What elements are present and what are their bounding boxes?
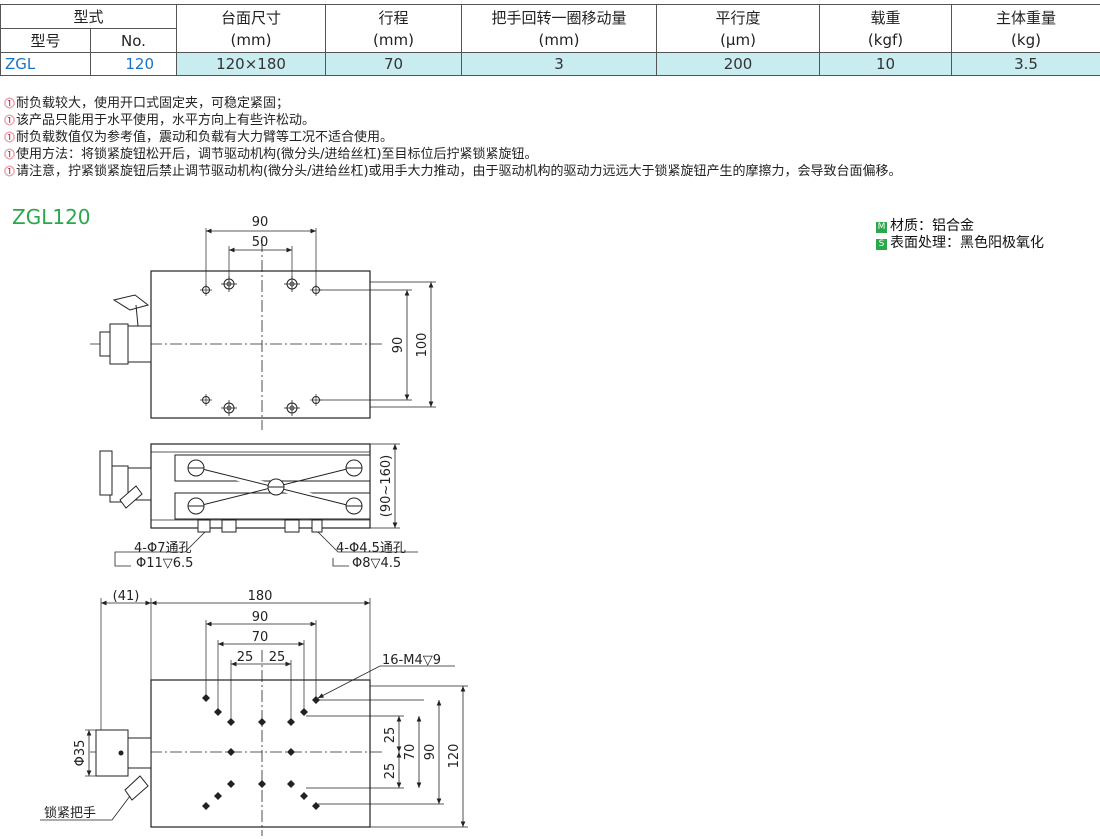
cell-value: 120×180 [176, 52, 327, 76]
tap-hole-icon [214, 792, 222, 800]
dim-label: 70 [403, 744, 418, 761]
warning-icon: ⓵ [4, 165, 15, 178]
tap-hole-icon [227, 780, 235, 788]
tap-hole-icon [214, 708, 222, 716]
bolt-icon [309, 283, 323, 297]
note-item: ⓵该产品只能用于水平使用，水平方向上有些许松动。 [4, 113, 316, 128]
lock-handle-label: 锁紧把手 [44, 805, 96, 821]
dim-label: 120 [447, 744, 462, 769]
tap-hole-icon [287, 718, 295, 726]
spec-table: 型式 台面尺寸(mm) 行程(mm) 把手回转一圈移动量(mm) 平行度(μm)… [0, 4, 1100, 76]
bolt-icon [199, 283, 213, 297]
header-model: 型号 [0, 28, 91, 53]
header-col-3: 平行度(μm) [656, 4, 821, 53]
tap-hole-icon [287, 748, 295, 756]
surface-badge-icon: S [876, 239, 887, 250]
note-item: ⓵使用方法：将锁紧旋钮松开后，调节驱动机构(微分头/进给丝杠)至目标位后拧紧锁紧… [4, 147, 538, 162]
bolt-icon [220, 399, 238, 417]
dim-label: 25 [383, 727, 398, 744]
dim-label: 90 [391, 337, 406, 354]
bolt-icon [220, 275, 238, 293]
hole-label: Φ11▽6.5 [136, 556, 193, 571]
header-col-1: 行程(mm) [325, 4, 463, 53]
cell-value: 3.5 [951, 52, 1100, 76]
warning-icon: ⓵ [4, 131, 15, 144]
dim-label: 90 [252, 610, 269, 625]
header-col-4: 载重(kgf) [819, 4, 953, 53]
warning-icon: ⓵ [4, 148, 15, 161]
note-item: ⓵耐负载数值仅为参考值，震动和负载有大力臂等工况不适合使用。 [4, 130, 394, 145]
bolt-icon [283, 399, 301, 417]
tap-hole-icon [227, 748, 235, 756]
bolt-icon [199, 393, 213, 407]
header-col-0: 台面尺寸(mm) [176, 4, 327, 53]
material-badge-icon: M [876, 222, 887, 233]
tap-hole-icon [258, 780, 266, 788]
warning-icon: ⓵ [4, 114, 15, 127]
side-view [99, 443, 418, 567]
table-row: ZGL 120 120×180 70 3 200 10 3.5 [0, 52, 1100, 76]
cell-value: 70 [325, 52, 463, 76]
note-item: ⓵请注意，拧紧锁紧旋钮后禁止调节驱动机构(微分头/进给丝杠)或用手大力推动，由于… [4, 164, 902, 179]
dim-label: 100 [415, 333, 430, 358]
hole-label: Φ8▽4.5 [352, 556, 401, 571]
header-no: No. [89, 28, 178, 53]
warning-icon: ⓵ [4, 97, 15, 110]
tap-hole-icon [227, 718, 235, 726]
header-type: 型式 [0, 4, 178, 29]
tap-hole-icon [202, 802, 210, 810]
tap-hole-icon [300, 792, 308, 800]
cell-no: 120 [89, 52, 178, 76]
dim-label: (41) [113, 589, 140, 604]
dim-label: 90 [423, 744, 438, 761]
tap-hole-icon [202, 694, 210, 702]
dim-label: 25 [269, 650, 286, 665]
tap-hole-icon [258, 718, 266, 726]
header-col-5: 主体重量(kg) [951, 4, 1100, 53]
dim-label: 70 [252, 630, 269, 645]
hole-label: 4-Φ4.5通孔 [336, 541, 406, 556]
top-view [90, 228, 436, 430]
dim-label: Φ35 [73, 740, 88, 767]
cell-model: ZGL [0, 52, 91, 76]
note-item: ⓵耐负载较大，使用开口式固定夹，可稳定紧固； [4, 96, 290, 111]
bottom-view [40, 598, 468, 836]
dim-label: 25 [237, 650, 254, 665]
drawing-title: ZGL120 [12, 205, 91, 229]
dim-label: 25 [383, 763, 398, 780]
tap-hole-icon [312, 802, 320, 810]
cell-value: 10 [819, 52, 953, 76]
shaft-icon [118, 750, 124, 756]
tap-hole-icon [287, 780, 295, 788]
bolt-icon [283, 275, 301, 293]
dim-label: (90~160) [379, 455, 394, 517]
notes-list: ⓵耐负载较大，使用开口式固定夹，可稳定紧固； ⓵该产品只能用于水平使用，水平方向… [4, 95, 902, 180]
hole-label: 4-Φ7通孔 [134, 541, 191, 556]
dim-label: 90 [252, 215, 269, 230]
header-col-2: 把手回转一圈移动量(mm) [461, 4, 658, 53]
dim-label: 50 [252, 235, 269, 250]
tap-hole-icon [300, 708, 308, 716]
dim-label: 180 [248, 589, 273, 604]
tap-label: 16-M4▽9 [382, 653, 441, 668]
bolt-icon [309, 393, 323, 407]
cell-value: 3 [461, 52, 658, 76]
